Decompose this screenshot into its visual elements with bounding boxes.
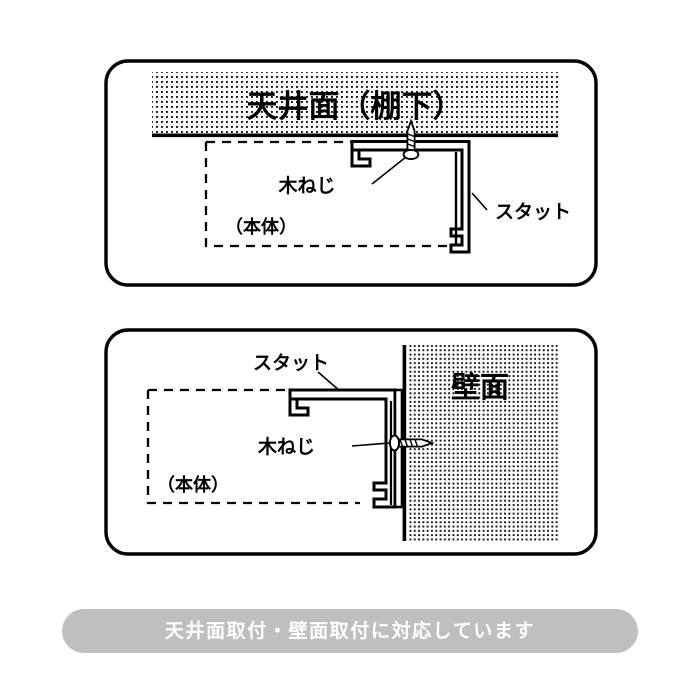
screw-label-ceiling: 木ねじ [277,174,335,197]
leader-line-stud-ceiling [471,192,488,211]
panel-border-ceiling [104,59,598,287]
leader-line-screw-wall [351,442,390,447]
stud-profile-ceiling [350,140,471,254]
screw-label-wall: 木ねじ [257,435,315,458]
leader-line-screw-ceiling [371,156,407,185]
ceiling-surface-line [152,133,558,138]
panel-wall-mount: 壁面 スタット 木ねじ （本体） [104,328,598,556]
body-label-wall: （本体） [157,474,229,496]
body-label-ceiling: （本体） [225,216,297,238]
ceiling-hatch-area [152,72,558,134]
caption-text: 天井面取付・壁面取付に対応しています [164,619,536,642]
ceiling-surface-label: 天井面（棚下） [247,89,464,125]
wood-screw-wall [388,434,435,452]
stud-hook-left-wall [288,397,310,417]
stud-label-ceiling: スタット [495,201,571,223]
panel-border-wall [104,328,598,556]
wood-screw-ceiling [402,118,420,161]
leader-line-stud-wall [317,371,341,392]
panel-ceiling-mount: 天井面（棚下） 木ねじ スタット （本体） [104,59,598,287]
stud-hook-left [350,148,372,168]
caption-bar: 天井面取付・壁面取付に対応しています [62,609,638,653]
wall-surface-label: 壁面 [451,370,509,404]
stud-label-wall: スタット [253,352,329,374]
